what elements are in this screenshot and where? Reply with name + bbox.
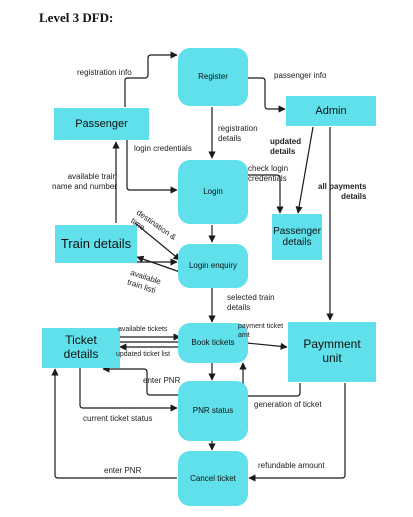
label-refundable-amount: refundable amount bbox=[258, 461, 325, 470]
process-register[interactable]: Register bbox=[178, 48, 248, 106]
arrow-enter-pnr-2 bbox=[51, 368, 177, 479]
process-login[interactable]: Login bbox=[178, 160, 248, 224]
arrow-available-train-list bbox=[136, 255, 181, 273]
entity-passenger[interactable]: Passenger bbox=[54, 108, 149, 140]
label-enter-pnr-1: enter PNR bbox=[143, 376, 181, 385]
process-login-enquiry[interactable]: Login enquiry bbox=[178, 244, 248, 288]
store-passenger-details[interactable]: Passenger details bbox=[272, 214, 322, 260]
arrow-registration-info bbox=[124, 51, 178, 107]
label-all-payments: all payments details bbox=[318, 182, 367, 201]
label-registration-info: registration info bbox=[77, 68, 132, 77]
arrow-destination-time bbox=[134, 222, 181, 261]
label-current-ticket-status: current ticket status bbox=[83, 414, 153, 423]
arrow-enter-pnr-1 bbox=[102, 365, 180, 396]
label-enter-pnr-2: enter PNR bbox=[104, 466, 142, 475]
page-title: Level 3 DFD: bbox=[39, 10, 114, 25]
arrow-passenger-info bbox=[247, 77, 286, 113]
label-updated-details: updated details bbox=[270, 137, 302, 156]
process-cancel-ticket[interactable]: Cancel ticket bbox=[178, 451, 248, 506]
arrow-login-credentials bbox=[126, 140, 178, 194]
entity-admin[interactable]: Admin bbox=[286, 96, 376, 126]
entity-payment-unit[interactable]: Paymment unit bbox=[288, 322, 376, 382]
store-ticket-details[interactable]: Ticket details bbox=[42, 328, 120, 368]
arrow-current-ticket-status bbox=[79, 367, 178, 412]
process-book-tickets[interactable]: Book tickets bbox=[178, 323, 248, 363]
process-pnr-status[interactable]: PNR status bbox=[178, 381, 248, 441]
arrow-check-login bbox=[247, 174, 284, 214]
label-generation-of-ticket: generation of ticket bbox=[254, 400, 322, 409]
label-available-train-name: available train name and number bbox=[52, 172, 117, 191]
label-payment-ticket-amt: payment ticket amt bbox=[238, 323, 284, 339]
label-updated-ticket-list: updated ticket list bbox=[116, 351, 171, 358]
store-train-details[interactable]: Train details bbox=[55, 225, 137, 263]
label-login-credentials: login credentials bbox=[134, 144, 192, 153]
label-check-login: check login credentials bbox=[248, 164, 289, 183]
label-selected-train: selected train details bbox=[227, 293, 275, 312]
arrow-refundable-amount bbox=[248, 383, 346, 482]
arrow-updated-details bbox=[295, 126, 314, 214]
arrow-payment-ticket-amt bbox=[246, 342, 288, 350]
label-passenger-info: passenger info bbox=[274, 71, 327, 80]
label-available-tickets: available tickets bbox=[118, 326, 168, 333]
label-registration-details: registration details bbox=[218, 124, 258, 143]
